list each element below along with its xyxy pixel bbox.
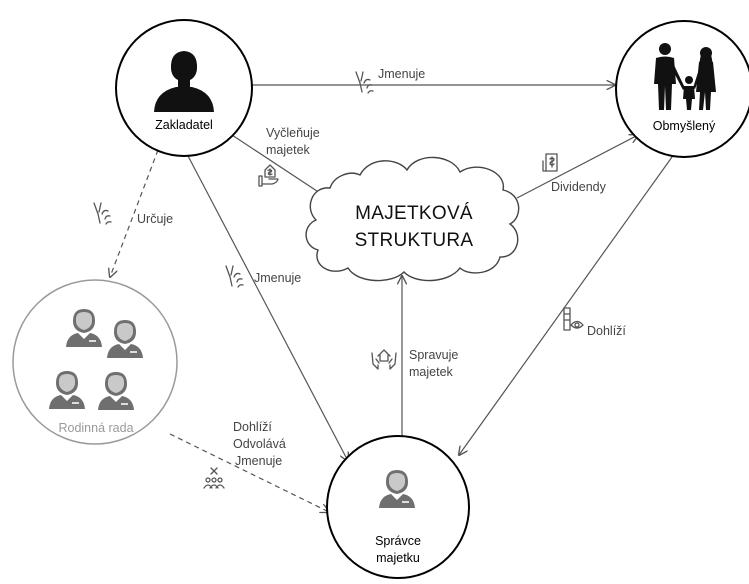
node-obmysleny-label: Obmyšlený	[653, 119, 716, 133]
node-struktura-label-line1: MAJETKOVÁ	[355, 203, 473, 224]
document-eye-icon	[563, 307, 584, 331]
edge-label-zakl-obm: Jmenuje	[378, 67, 425, 81]
edge-label-rada-spravce-line2: Odvolává	[233, 437, 286, 451]
edge-label-spravce-strukt-line1: Spravuje	[409, 348, 458, 362]
edge-zakladatel-struktura	[231, 134, 326, 197]
edge-label-zakl-rada: Určuje	[137, 212, 173, 226]
edge-obmysleny-spravce	[459, 156, 673, 455]
edge-label-zakl-spravce: Jmenuje	[254, 271, 301, 285]
edge-zakladatel-rodinna-rada	[110, 149, 159, 277]
node-spravce-label-line1: Správce	[375, 534, 421, 548]
edge-label-zakl-strukt-line2: majetek	[266, 143, 311, 157]
node-obmysleny: Obmyšlený	[615, 20, 749, 158]
edge-label-strukt-obm: Dividendy	[551, 180, 607, 194]
edge-label-obm-spravce: Dohlíží	[587, 324, 626, 338]
node-rodinna-rada: Rodinná rada	[12, 279, 178, 445]
node-spravce-majetku: Správce majetku	[326, 435, 470, 579]
handshake-icon	[93, 202, 112, 225]
node-rodinna-rada-label: Rodinná rada	[58, 421, 133, 435]
handshake-icon	[355, 71, 374, 94]
node-struktura-label-line2: STRUKTURA	[355, 230, 474, 251]
handshake-icon	[225, 265, 244, 288]
money-document-icon	[542, 153, 558, 172]
edge-rodinna-rada-spravce	[169, 433, 329, 512]
person-silhouette-icon	[154, 51, 214, 112]
hands-house-icon	[371, 349, 397, 370]
edge-label-rada-spravce-line1: Dohlíží	[233, 420, 272, 434]
close-people-icon	[203, 467, 225, 489]
node-majetkova-struktura: MAJETKOVÁ STRUKTURA	[305, 156, 520, 282]
edge-label-spravce-strukt-line2: majetek	[409, 365, 454, 379]
hand-money-icon	[258, 164, 279, 187]
edge-label-rada-spravce-line3: Jmenuje	[235, 454, 282, 468]
node-spravce-label-line2: majetku	[376, 551, 420, 565]
edge-label-zakl-strukt-line1: Vyčleňuje	[266, 126, 320, 140]
edge-struktura-obmysleny	[516, 135, 638, 199]
family-icon	[654, 43, 716, 110]
node-zakladatel-label: Zakladatel	[155, 118, 213, 132]
node-zakladatel: Zakladatel	[115, 19, 253, 157]
edge-zakladatel-spravce	[186, 153, 348, 461]
